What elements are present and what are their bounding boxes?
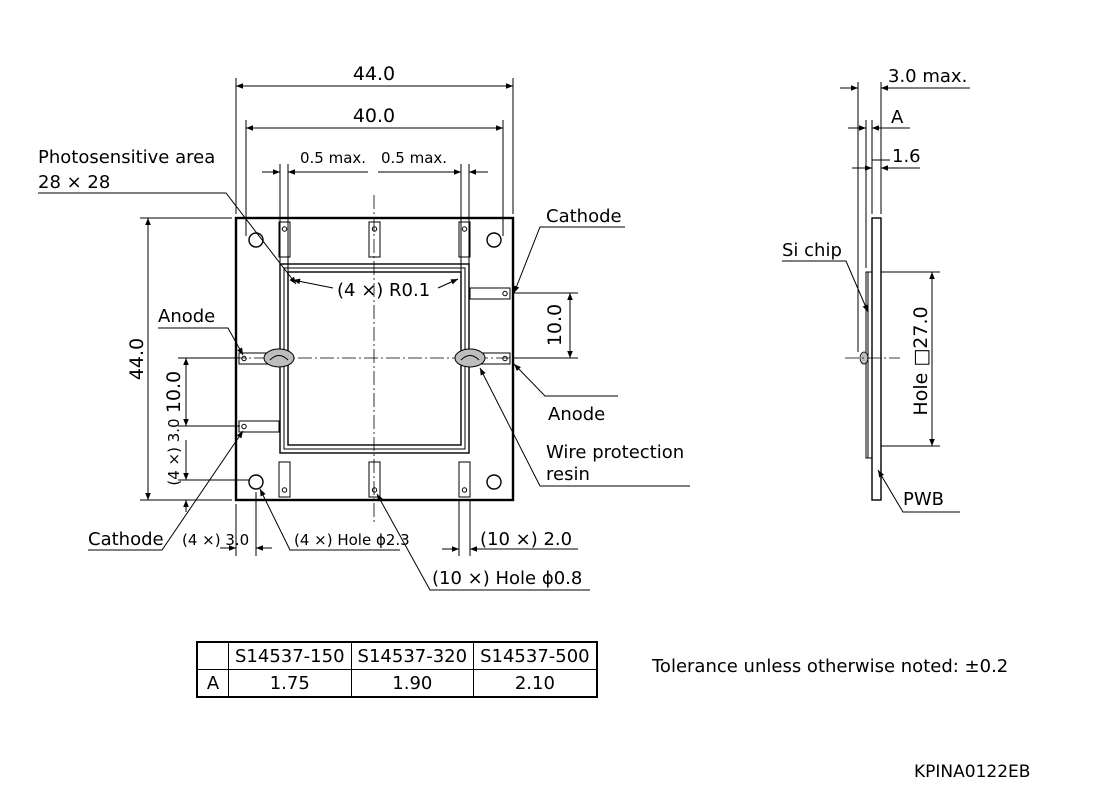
table-cell: S14537-150 xyxy=(228,641,352,670)
label-corner-radius: (4 ×) R0.1 xyxy=(337,280,430,301)
front-view: 44.0 40.0 0.5 max. 0.5 max. Photosensiti… xyxy=(38,63,690,591)
pads-top xyxy=(278,221,471,258)
table-header-row: S14537-150 S14537-320 S14537-500 xyxy=(196,641,598,670)
table-cell: S14537-500 xyxy=(473,641,598,670)
pwb-body xyxy=(871,217,882,501)
label-si-chip: Si chip xyxy=(782,240,842,261)
dim-3-vertical: (4 ×) 3.0 xyxy=(165,418,183,485)
label-hole-23: (4 ×) Hole ϕ2.3 xyxy=(294,531,410,549)
dim-width-outer: 44.0 xyxy=(353,63,395,85)
label-hole-27: Hole □27.0 xyxy=(910,306,932,415)
dim-gap-right: 0.5 max. xyxy=(381,149,447,167)
dim-height: 44.0 xyxy=(126,338,148,380)
side-view: 3.0 max. A 1.6 Si chip Hole □27.0 PWB xyxy=(782,66,970,513)
label-anode-right: Anode xyxy=(548,404,605,425)
table-cell: A xyxy=(196,669,229,698)
board-outline xyxy=(234,216,515,502)
dim-10-right: 10.0 xyxy=(544,304,566,346)
resin-left xyxy=(263,348,295,368)
mount-hole-tl xyxy=(248,232,264,248)
dim-3-horizontal: (4 ×) 3.0 xyxy=(182,531,249,549)
mount-hole-bl xyxy=(248,474,264,490)
pads-side xyxy=(238,287,511,433)
table-cell: 1.75 xyxy=(228,669,352,698)
table-cell: 2.10 xyxy=(473,669,598,698)
label-hole-08: (10 ×) Hole ϕ0.8 xyxy=(432,568,582,589)
label-pwb: PWB xyxy=(903,489,944,510)
label-wire-protection-1: Wire protection xyxy=(546,442,684,463)
label-cathode-top: Cathode xyxy=(546,206,622,227)
dim-width-inner: 40.0 xyxy=(353,105,395,127)
dim-gap-left: 0.5 max. xyxy=(300,149,366,167)
si-chip xyxy=(865,271,873,459)
label-photosensitive-size: 28 × 28 xyxy=(38,172,110,193)
table-cell xyxy=(196,641,229,670)
label-anode-left: Anode xyxy=(158,306,215,327)
label-pitch-20: (10 ×) 2.0 xyxy=(480,529,572,550)
dim-a: A xyxy=(891,107,904,128)
table-cell: 1.90 xyxy=(350,669,475,698)
drawing-code: KPINA0122EB xyxy=(914,762,1031,782)
label-photosensitive-area: Photosensitive area xyxy=(38,147,215,168)
mount-hole-br xyxy=(486,474,502,490)
label-cathode-bottom: Cathode xyxy=(88,529,164,550)
mount-hole-tr xyxy=(486,232,502,248)
resin-right xyxy=(454,348,486,368)
spec-table: S14537-150 S14537-320 S14537-500 A 1.75 … xyxy=(196,641,598,698)
table-cell: S14537-320 xyxy=(350,641,475,670)
table-row: A 1.75 1.90 2.10 xyxy=(196,669,598,698)
pads-bottom xyxy=(278,461,471,498)
dim-16: 1.6 xyxy=(892,146,921,167)
label-wire-protection-2: resin xyxy=(546,464,590,485)
dim-10-left: 10.0 xyxy=(163,371,185,413)
tolerance-note: Tolerance unless otherwise noted: ±0.2 xyxy=(652,656,1009,677)
dim-thickness-max: 3.0 max. xyxy=(888,66,967,87)
